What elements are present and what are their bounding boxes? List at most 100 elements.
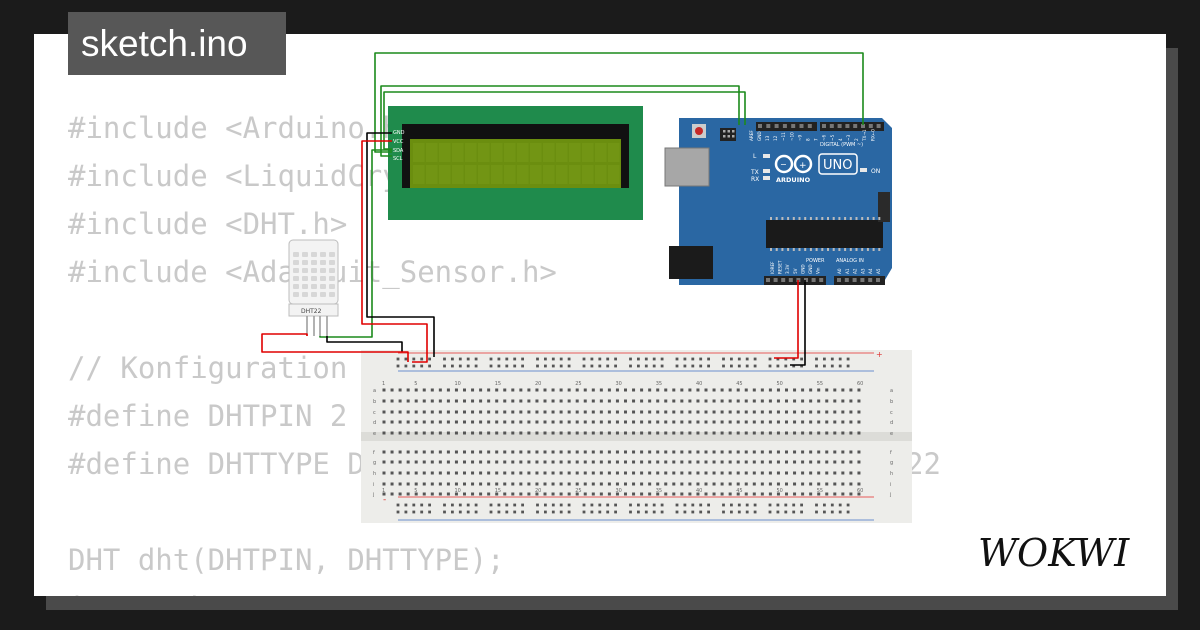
rail-hole bbox=[691, 510, 695, 514]
lcd-pins: GND VCC SDA SCL bbox=[393, 130, 405, 162]
rail-hole bbox=[691, 357, 695, 361]
lcd-display[interactable]: GND VCC SDA SCL bbox=[388, 106, 643, 220]
breadboard-hole bbox=[454, 450, 458, 454]
breadboard-hole bbox=[809, 388, 813, 392]
rail-hole bbox=[846, 503, 850, 507]
breadboard-hole bbox=[438, 431, 442, 435]
icsp-pin bbox=[723, 135, 726, 138]
breadboard-hole bbox=[406, 471, 410, 475]
breadboard-hole bbox=[583, 399, 587, 403]
breadboard-hole bbox=[599, 460, 603, 464]
breadboard-hole bbox=[471, 388, 475, 392]
breadboard-hole bbox=[817, 410, 821, 414]
breadboard-hole bbox=[551, 431, 555, 435]
breadboard-hole bbox=[680, 431, 684, 435]
rail-hole bbox=[683, 364, 687, 368]
lcd-pin-label: GND bbox=[393, 130, 405, 136]
breadboard-hole bbox=[454, 420, 458, 424]
breadboard-hole bbox=[768, 410, 772, 414]
breadboard-hole bbox=[398, 399, 402, 403]
rail-hole bbox=[815, 357, 818, 361]
breadboard-hole bbox=[543, 450, 547, 454]
header-pin bbox=[781, 278, 786, 282]
column-number: 55 bbox=[817, 381, 823, 387]
breadboard-hole bbox=[463, 410, 466, 414]
breadboard-hole bbox=[776, 410, 780, 414]
breadboard-hole bbox=[559, 388, 563, 392]
breadboard-hole bbox=[801, 431, 805, 435]
column-number: 45 bbox=[736, 488, 742, 494]
grille-slot bbox=[329, 252, 335, 257]
breadboard-hole bbox=[575, 482, 579, 486]
lcd-cell bbox=[439, 165, 451, 184]
breadboard-hole bbox=[519, 399, 523, 403]
column-number: 20 bbox=[535, 381, 541, 387]
column-number: 5 bbox=[414, 381, 417, 387]
breadboard-hole bbox=[744, 482, 748, 486]
breadboard-hole bbox=[680, 399, 684, 403]
breadboard-hole bbox=[712, 482, 716, 486]
breadboard-hole bbox=[535, 420, 539, 424]
breadboard-hole bbox=[503, 410, 507, 414]
header-pin bbox=[799, 124, 804, 128]
breadboard-hole bbox=[463, 450, 466, 454]
rail-hole bbox=[644, 510, 648, 514]
chip-leg bbox=[792, 217, 795, 220]
uno-label-box bbox=[818, 153, 858, 175]
breadboard-hole bbox=[487, 460, 491, 464]
rail-hole bbox=[815, 510, 818, 514]
breadboard-hole bbox=[688, 388, 692, 392]
header-pin bbox=[766, 124, 771, 128]
breadboard-hole bbox=[680, 492, 684, 496]
breadboard-hole bbox=[583, 420, 587, 424]
chip-leg bbox=[844, 217, 847, 220]
breadboard-hole bbox=[648, 388, 652, 392]
rail-hole bbox=[815, 364, 818, 368]
breadboard-hole bbox=[704, 388, 708, 392]
grille-slot bbox=[293, 260, 299, 265]
rail-hole bbox=[420, 503, 424, 507]
breadboard-hole bbox=[640, 399, 644, 403]
breadboard-hole bbox=[632, 450, 636, 454]
breadboard-hole bbox=[696, 450, 700, 454]
breadboard-hole bbox=[801, 460, 805, 464]
breadboard-hole bbox=[849, 460, 853, 464]
rail-hole bbox=[544, 364, 547, 368]
breadboard-hole bbox=[479, 388, 483, 392]
column-number: 15 bbox=[495, 381, 501, 387]
breadboard-hole bbox=[744, 420, 748, 424]
breadboard[interactable]: + - 115510101515202025253030353540404545… bbox=[361, 350, 912, 523]
breadboard-hole bbox=[672, 492, 676, 496]
breadboard-hole bbox=[656, 471, 660, 475]
dht22-sensor[interactable]: DHT22 bbox=[288, 239, 339, 336]
breadboard-hole bbox=[744, 471, 748, 475]
rail-hole bbox=[737, 510, 741, 514]
header-pin bbox=[788, 278, 793, 282]
breadboard-hole bbox=[438, 482, 442, 486]
breadboard-hole bbox=[446, 431, 450, 435]
breadboard-hole bbox=[640, 482, 644, 486]
breadboard-hole bbox=[728, 471, 732, 475]
code-line: // Konfiguration bbox=[68, 351, 348, 385]
breadboard-hole bbox=[752, 460, 756, 464]
breadboard-hole bbox=[624, 420, 627, 424]
breadboard-hole bbox=[833, 471, 837, 475]
rail-hole bbox=[830, 357, 834, 361]
breadboard-hole bbox=[776, 482, 780, 486]
led-label: L bbox=[753, 153, 757, 160]
breadboard-hole bbox=[406, 431, 410, 435]
rail-hole bbox=[707, 510, 710, 514]
chip-leg bbox=[838, 248, 841, 251]
rail-hole bbox=[521, 510, 524, 514]
reset-button[interactable] bbox=[695, 127, 703, 135]
rail-hole bbox=[691, 364, 695, 368]
row-letter: d bbox=[373, 420, 376, 426]
breadboard-hole bbox=[833, 482, 837, 486]
breadboard-hole bbox=[664, 431, 668, 435]
file-tab[interactable]: sketch.ino bbox=[68, 12, 286, 75]
breadboard-hole bbox=[817, 420, 821, 424]
breadboard-hole bbox=[438, 399, 442, 403]
header-pin bbox=[819, 278, 824, 282]
breadboard-hole bbox=[390, 431, 394, 435]
